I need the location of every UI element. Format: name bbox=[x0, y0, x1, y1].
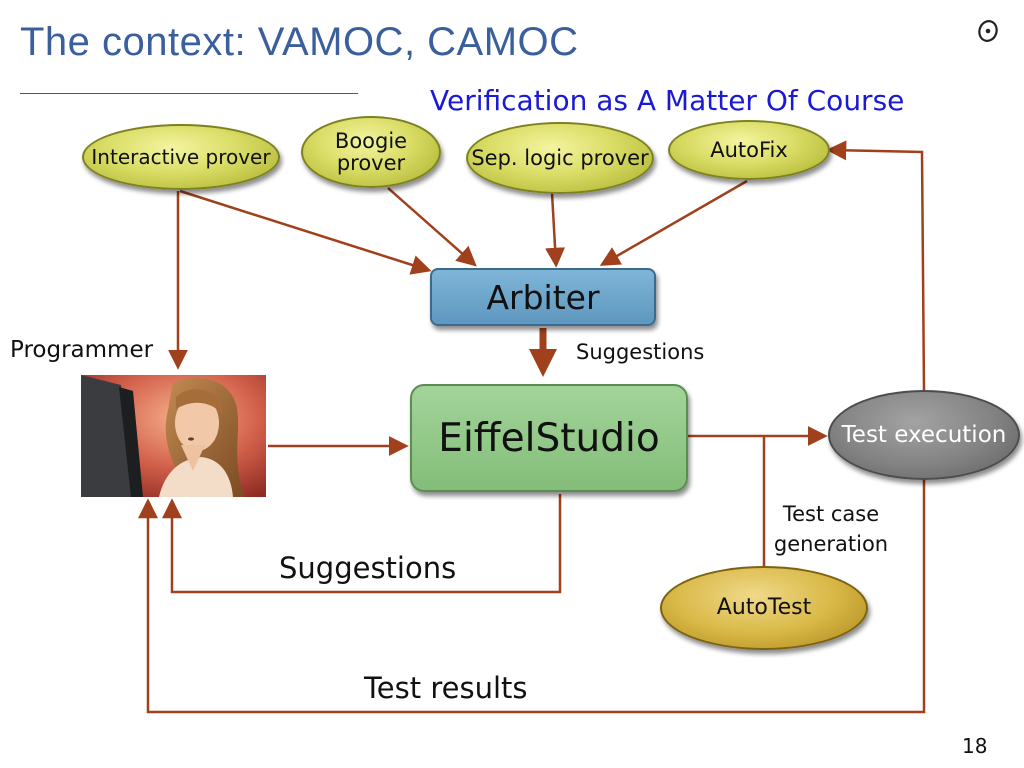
logo-icon bbox=[978, 20, 998, 42]
eiffelstudio-suggestions-label: Suggestions bbox=[279, 551, 457, 585]
arrow-eiffelstudio-suggestions-to-programmer bbox=[162, 494, 562, 594]
title-underline bbox=[20, 93, 358, 94]
slide-title: The context: VAMOC, CAMOC bbox=[20, 20, 579, 64]
node-autofix: AutoFix bbox=[668, 120, 830, 180]
page-number: 18 bbox=[962, 734, 988, 758]
arrow-interactive-to-arbiter bbox=[179, 189, 432, 275]
node-sep-logic-prover: Sep. logic prover bbox=[466, 122, 654, 194]
test-results-label: Test results bbox=[364, 671, 528, 705]
arrow-test-results-to-programmer bbox=[138, 480, 926, 714]
node-arbiter: Arbiter bbox=[430, 268, 656, 326]
arrow-boogie-to-arbiter bbox=[387, 187, 477, 267]
slide-subtitle: Verification as A Matter Of Course bbox=[430, 84, 905, 117]
node-interactive-prover: Interactive prover bbox=[82, 124, 280, 190]
test-case-generation-label: Test case generation bbox=[773, 502, 889, 556]
arrow-autofix-to-arbiter bbox=[599, 179, 748, 266]
arrow-test-execution-to-autofix bbox=[826, 140, 926, 393]
programmer-label: Programmer bbox=[10, 337, 154, 363]
arrow-seplogic-to-arbiter bbox=[545, 192, 566, 268]
node-boogie-prover: Boogie prover bbox=[301, 116, 441, 188]
arbiter-suggestions-label: Suggestions bbox=[576, 340, 705, 364]
node-test-execution: Test execution bbox=[828, 390, 1020, 480]
programmer-photo bbox=[81, 375, 266, 497]
node-autotest: AutoTest bbox=[660, 566, 868, 650]
node-eiffelstudio: EiffelStudio bbox=[410, 384, 688, 492]
